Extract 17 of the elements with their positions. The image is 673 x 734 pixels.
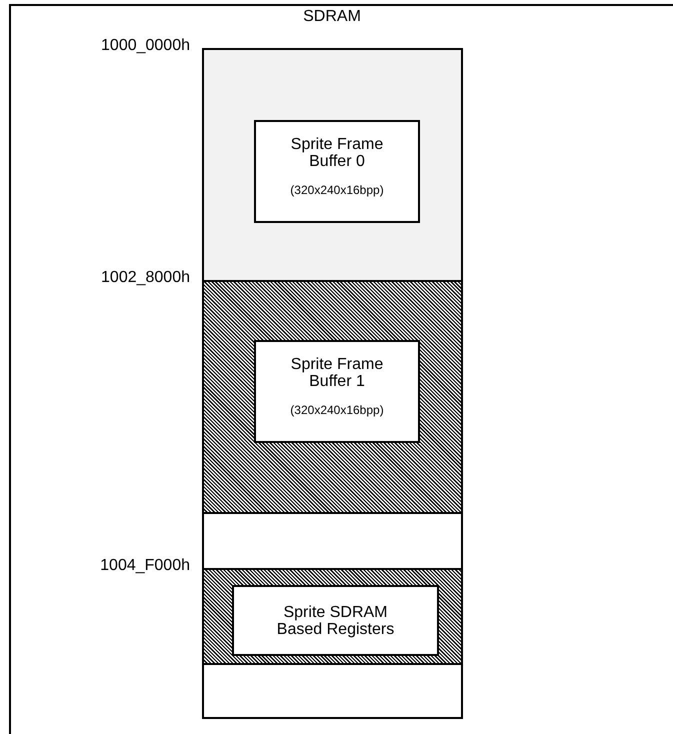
address-label: 1000_0000h — [100, 37, 190, 55]
address-label: 1004_F000h — [99, 557, 190, 575]
block-label: Sprite Frame Buffer 1 — [290, 356, 384, 390]
memory-region — [202, 280, 463, 514]
memory-block — [254, 120, 420, 223]
diagram-title: SDRAM — [302, 8, 362, 26]
memory-block — [232, 585, 439, 656]
block-label: Sprite Frame Buffer 0 — [290, 136, 384, 170]
memory-region — [202, 48, 463, 282]
block-size: (320x240x16bpp) — [289, 182, 385, 199]
memory-region — [202, 568, 463, 665]
block-label: Sprite SDRAM Based Registers — [276, 604, 396, 638]
memory-region — [202, 512, 463, 570]
memory-region — [202, 663, 463, 719]
block-size: (320x240x16bpp) — [289, 402, 385, 419]
memory-block — [254, 340, 420, 443]
address-label: 1002_8000h — [100, 269, 190, 287]
